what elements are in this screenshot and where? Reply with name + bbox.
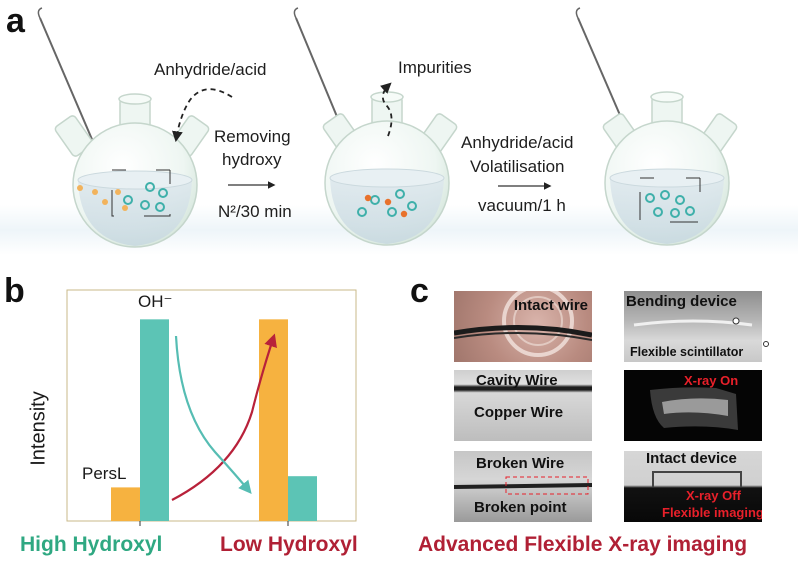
xray-on-image: X-ray On: [624, 370, 762, 441]
bar-oh-high: [140, 319, 169, 521]
broken-point-text: Broken point: [474, 499, 567, 516]
bending-device-image: Bending device Flexible scintillator: [624, 291, 762, 362]
intact-wire-image: Intact wire: [454, 291, 592, 362]
intact-device-image: Intact device X-ray Off Flexible imaging: [624, 451, 762, 522]
flask-1: [37, 7, 233, 248]
reagent-arrow-1: [172, 88, 233, 143]
impurity-arrow: [379, 82, 393, 137]
step2-impurities: Impurities: [398, 58, 472, 77]
bar-chart: [66, 289, 357, 526]
xray-off-text: X-ray Off: [686, 488, 741, 503]
panel-b-letter: b: [4, 272, 25, 310]
caption-low-hydroxyl: Low Hydroxyl: [220, 533, 358, 556]
step2-label-1: Anhydride/acid: [461, 133, 574, 152]
broken-wire-text: Broken Wire: [476, 455, 565, 472]
marker-dot: [763, 341, 769, 347]
panel-c-letter: c: [410, 272, 429, 310]
panel-b: b Intensity OH⁻ PersL High Hydroxyl Low …: [0, 262, 400, 563]
panel-a-letter: a: [6, 2, 25, 40]
caption-high-hydroxyl: High Hydroxyl: [20, 533, 163, 556]
caption-advanced-imaging: Advanced Flexible X-ray imaging: [418, 533, 748, 556]
bar-persl-high: [111, 487, 140, 521]
teal-arrow: [174, 335, 252, 495]
copper-wire-text: Copper Wire: [474, 404, 564, 421]
red-arrow: [171, 333, 277, 501]
oh-bar-label: OH⁻: [138, 292, 173, 311]
broken-wire-image: Broken Wire Broken point: [454, 451, 592, 522]
panel-a: a: [0, 0, 798, 262]
panel-a-illustration: [0, 7, 798, 255]
bar-persl-low: [259, 319, 288, 521]
flexible-imaging-text: Flexible imaging: [662, 505, 762, 520]
bending-device-text: Bending device: [626, 293, 737, 310]
step2-label-2: Volatilisation: [470, 157, 565, 176]
step1-label-1: Removing: [214, 127, 291, 146]
cavity-wire-text: Cavity Wire: [476, 372, 558, 389]
step1-reagent: Anhydride/acid: [154, 60, 267, 79]
cavity-wire-image: Cavity Wire Copper Wire: [454, 370, 592, 441]
flask-2: [293, 7, 458, 246]
panel-c: c Intact wire Cavity Wire Copper Wire Br…: [400, 262, 798, 563]
bar-oh-low: [288, 476, 317, 521]
persl-bar-label: PersL: [82, 464, 127, 483]
intact-wire-text: Intact wire: [513, 297, 588, 314]
flask-3: [575, 7, 738, 246]
step2-condition: vacuum/1 h: [478, 196, 566, 215]
xray-on-text: X-ray On: [684, 373, 739, 388]
flexible-scintillator-text: Flexible scintillator: [630, 345, 744, 359]
intact-device-text: Intact device: [646, 451, 737, 467]
step1-condition: N²/30 min: [218, 202, 292, 221]
chart-frame: [66, 289, 357, 522]
step1-label-2: hydroxy: [222, 150, 282, 169]
